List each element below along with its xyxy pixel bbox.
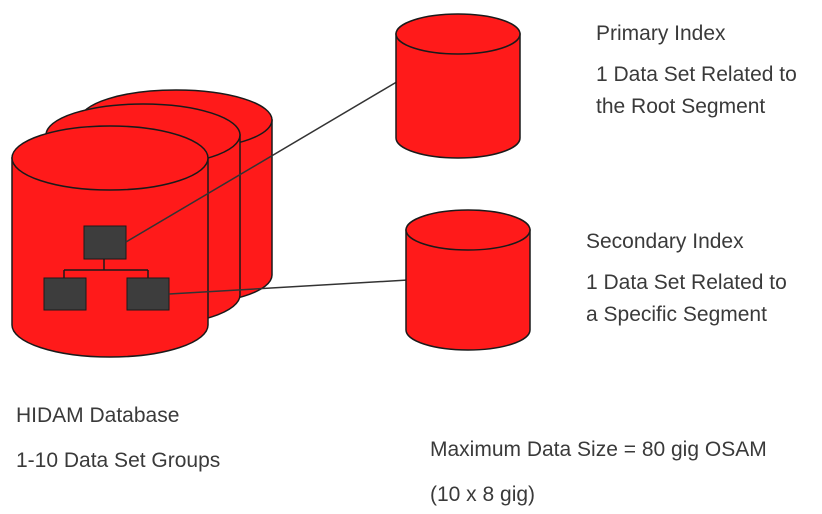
secondary-index-desc-line2: a Specific Segment bbox=[586, 303, 767, 327]
child-segment-box-left bbox=[43, 277, 87, 311]
root-segment-box bbox=[83, 225, 127, 260]
secondary-index-desc-line1: 1 Data Set Related to bbox=[586, 270, 787, 294]
primary-index-label: Primary Index 1 Data Set Related to the … bbox=[596, 18, 797, 124]
hidam-database-cylinders bbox=[11, 89, 273, 358]
secondary-index-label: Secondary Index 1 Data Set Related to a … bbox=[586, 226, 787, 332]
child-segment-box-right bbox=[126, 277, 170, 311]
primary-index-desc-line2: the Root Segment bbox=[596, 95, 766, 119]
database-label: HIDAM Database 1-10 Data Set Groups bbox=[16, 400, 220, 477]
size-label: Maximum Data Size = 80 gig OSAM (10 x 8 … bbox=[430, 434, 767, 511]
primary-index-title: Primary Index bbox=[596, 22, 726, 45]
primary-index-desc-line1: 1 Data Set Related to bbox=[596, 62, 797, 86]
secondary-index-title: Secondary Index bbox=[586, 230, 744, 253]
primary-index-cylinder bbox=[395, 13, 521, 159]
database-title: HIDAM Database bbox=[16, 404, 180, 427]
size-line1: Maximum Data Size = 80 gig OSAM bbox=[430, 438, 767, 461]
secondary-index-cylinder bbox=[405, 209, 531, 351]
primary-index-connector bbox=[125, 79, 401, 243]
size-line2: (10 x 8 gig) bbox=[430, 482, 536, 506]
secondary-index-connector bbox=[168, 279, 409, 295]
segment-hierarchy bbox=[43, 225, 170, 311]
database-groups: 1-10 Data Set Groups bbox=[16, 448, 221, 472]
